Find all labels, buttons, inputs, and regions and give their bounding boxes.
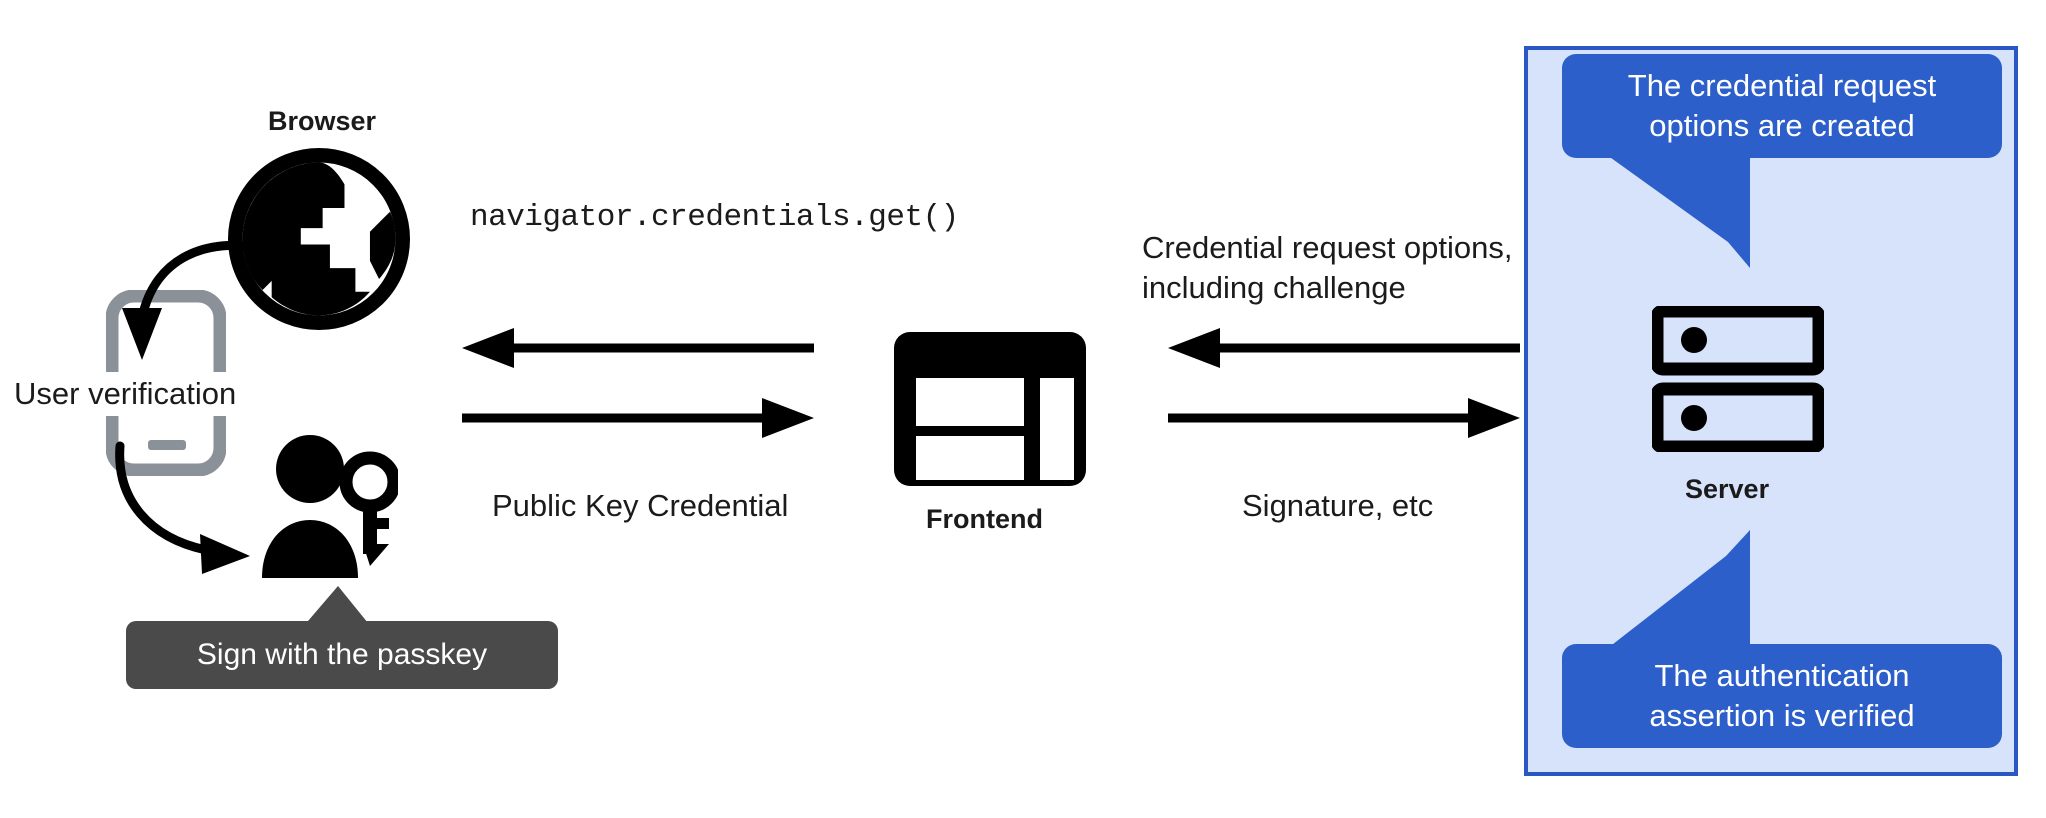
arrow-left-credential-request-options (1168, 328, 1520, 368)
callout-line-2: options are created (1649, 108, 1915, 143)
globe-icon (228, 148, 410, 330)
callout-tail-top (1560, 150, 1880, 280)
flow-label-signature-etc: Signature, etc (1242, 488, 1434, 523)
callout-line-1: The credential request (1627, 67, 1937, 103)
frontend-label: Frontend (926, 504, 1043, 534)
curved-arrow-down-right-icon (110, 438, 270, 578)
callout-credential-request-options: The credential request options are creat… (1562, 54, 2002, 158)
browser-label: Browser (268, 106, 377, 136)
arrow-left-navigator-credentials-get (462, 328, 814, 368)
flow-label-public-key-credential: Public Key Credential (492, 488, 789, 523)
arrow-right-public-key-credential (462, 398, 814, 438)
sign-with-passkey-tooltip: Sign with the passkey (126, 621, 558, 689)
flow-label-line-1: Credential request options, (1142, 230, 1513, 265)
user-verification-label: User verification (10, 372, 241, 416)
tooltip-text: Sign with the passkey (196, 638, 488, 671)
flow-label-credential-request-options: Credential request options, including ch… (1142, 228, 1542, 307)
flow-label-line-2: including challenge (1142, 269, 1406, 305)
callout-line-1: The authentication (1654, 657, 1910, 693)
server-label: Server (1685, 474, 1770, 504)
arrow-right-signature-etc (1168, 398, 1520, 438)
flow-label-navigator-credentials-get: navigator.credentials.get() (470, 200, 959, 235)
web-layout-icon (892, 330, 1088, 488)
person-with-key-icon (258, 432, 398, 578)
server-racks-icon (1652, 306, 1824, 452)
callout-tail-bottom (1560, 518, 1880, 648)
callout-line-2: assertion is verified (1649, 698, 1915, 733)
curved-arrow-down-icon (100, 230, 270, 380)
callout-authentication-assertion: The authentication assertion is verified (1562, 644, 2002, 748)
tooltip-tail (262, 578, 372, 628)
